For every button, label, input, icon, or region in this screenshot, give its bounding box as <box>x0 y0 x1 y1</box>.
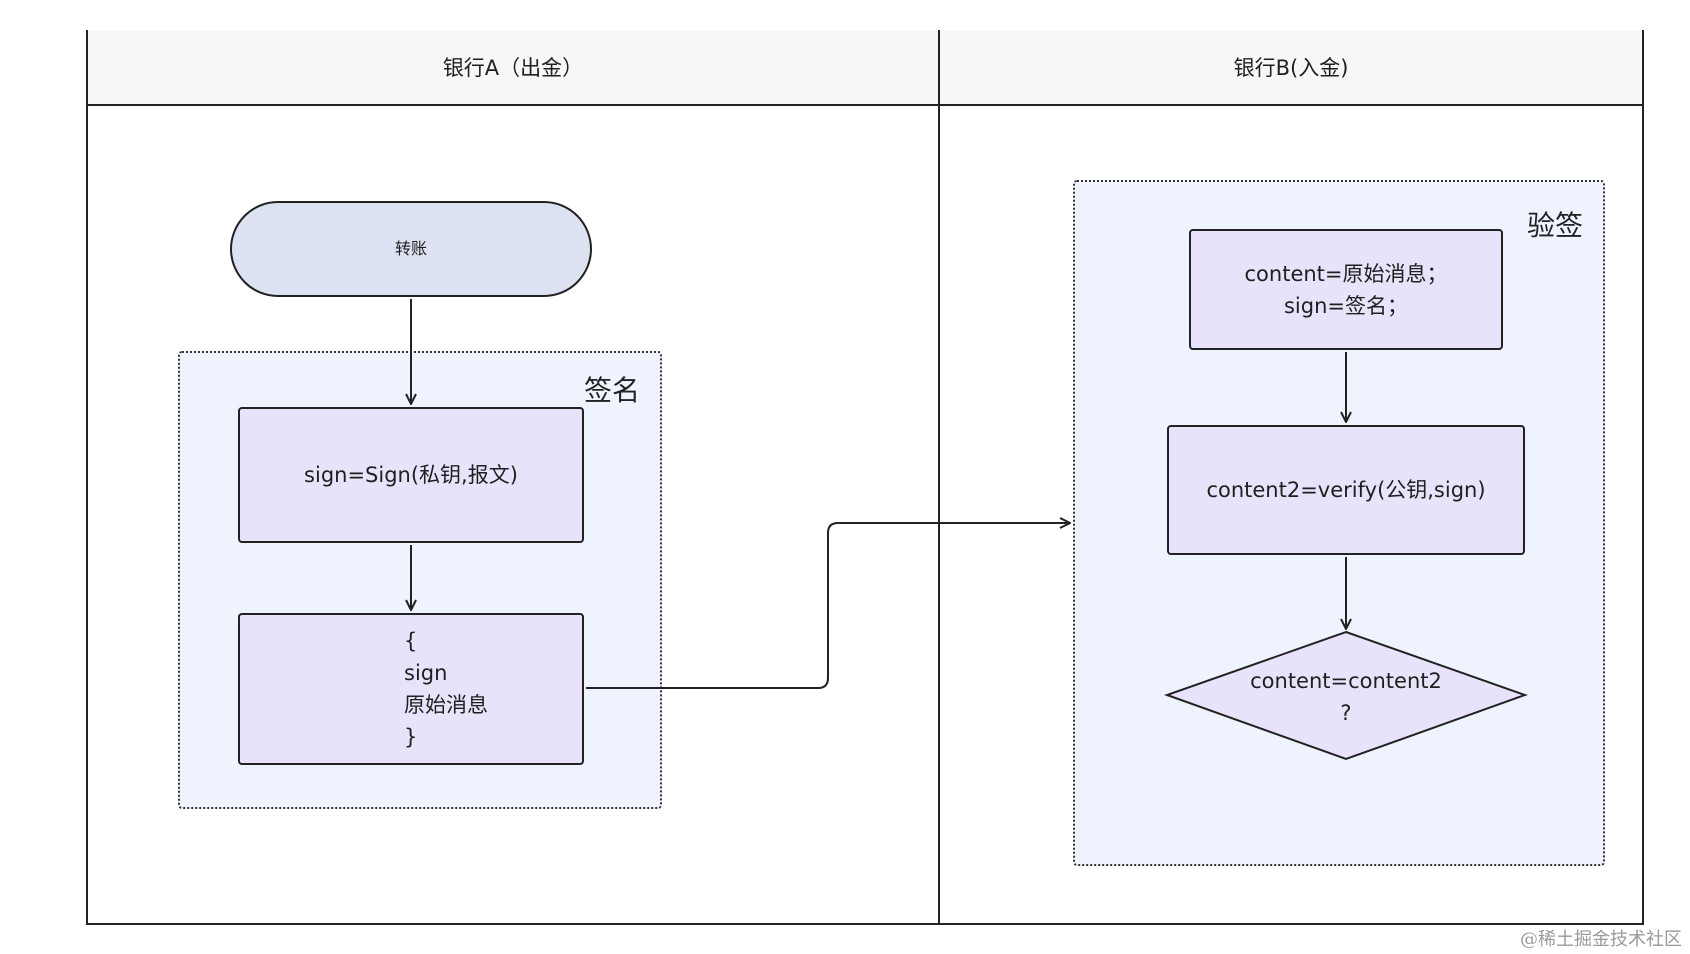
node-packet-line: } <box>404 725 418 749</box>
node-packet[interactable]: { sign 原始消息 } <box>238 613 584 765</box>
watermark: @稀土掘金技术社区 <box>1520 929 1682 950</box>
node-decision-line: ? <box>1340 701 1352 725</box>
node-decision: content=content2 ? <box>1167 665 1525 729</box>
node-packet-line: sign <box>404 661 448 685</box>
lane-header-bank-a: 银行A（出金） <box>88 30 938 106</box>
lane-header-bank-b: 银行B(入金) <box>940 30 1642 106</box>
node-assign[interactable]: content=原始消息； sign=签名； <box>1189 229 1503 350</box>
node-assign-line: sign=签名； <box>1283 293 1408 318</box>
node-sign-step[interactable]: sign=Sign(私钥,报文) <box>238 407 584 543</box>
group-sign-label: 签名 <box>584 374 641 407</box>
node-packet-line: 原始消息 <box>404 693 488 717</box>
group-verify-label: 验签 <box>1527 209 1584 242</box>
lane-divider <box>938 30 940 925</box>
node-decision-line: content=content2 <box>1250 669 1442 693</box>
node-verify-step-label: content2=verify(公钥,sign) <box>1206 478 1486 502</box>
node-assign-line: content=原始消息； <box>1244 261 1448 286</box>
node-packet-line: { <box>404 629 418 653</box>
node-sign-step-label: sign=Sign(私钥,报文) <box>304 463 518 487</box>
node-transfer-label: 转账 <box>394 239 427 258</box>
node-verify-step[interactable]: content2=verify(公钥,sign) <box>1167 425 1525 555</box>
node-transfer[interactable]: 转账 <box>230 201 592 297</box>
